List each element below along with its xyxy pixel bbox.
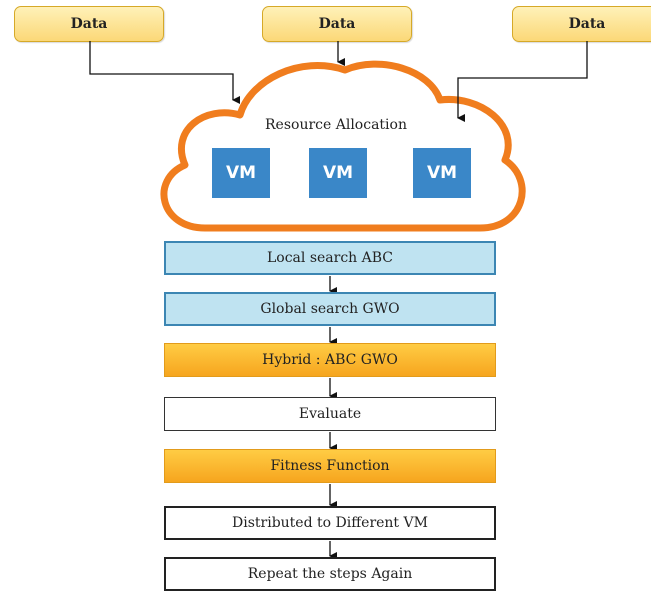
step-global-search-gwo: Global search GWO bbox=[164, 292, 496, 326]
vm-box-1: VM bbox=[212, 148, 270, 198]
step-hybrid-abc-gwo: Hybrid : ABC GWO bbox=[164, 343, 496, 377]
step-distributed-to-vm: Distributed to Different VM bbox=[164, 506, 496, 540]
data-input-box-middle: Data bbox=[262, 6, 412, 42]
step-evaluate: Evaluate bbox=[164, 397, 496, 431]
connector-left bbox=[89, 41, 240, 104]
data-input-label: Data bbox=[70, 16, 108, 32]
connector-right bbox=[457, 41, 588, 122]
cloud-title: Resource Allocation bbox=[265, 117, 407, 133]
step-local-search-abc: Local search ABC bbox=[164, 241, 496, 275]
step-repeat-steps: Repeat the steps Again bbox=[164, 557, 496, 591]
data-input-box-left: Data bbox=[14, 6, 164, 42]
cloud-shape bbox=[160, 60, 526, 232]
step-fitness-function: Fitness Function bbox=[164, 449, 496, 483]
data-input-label: Data bbox=[318, 16, 356, 32]
data-input-label: Data bbox=[568, 16, 606, 32]
vm-box-3: VM bbox=[413, 148, 471, 198]
vm-box-2: VM bbox=[309, 148, 367, 198]
data-input-box-right: Data bbox=[512, 6, 651, 42]
